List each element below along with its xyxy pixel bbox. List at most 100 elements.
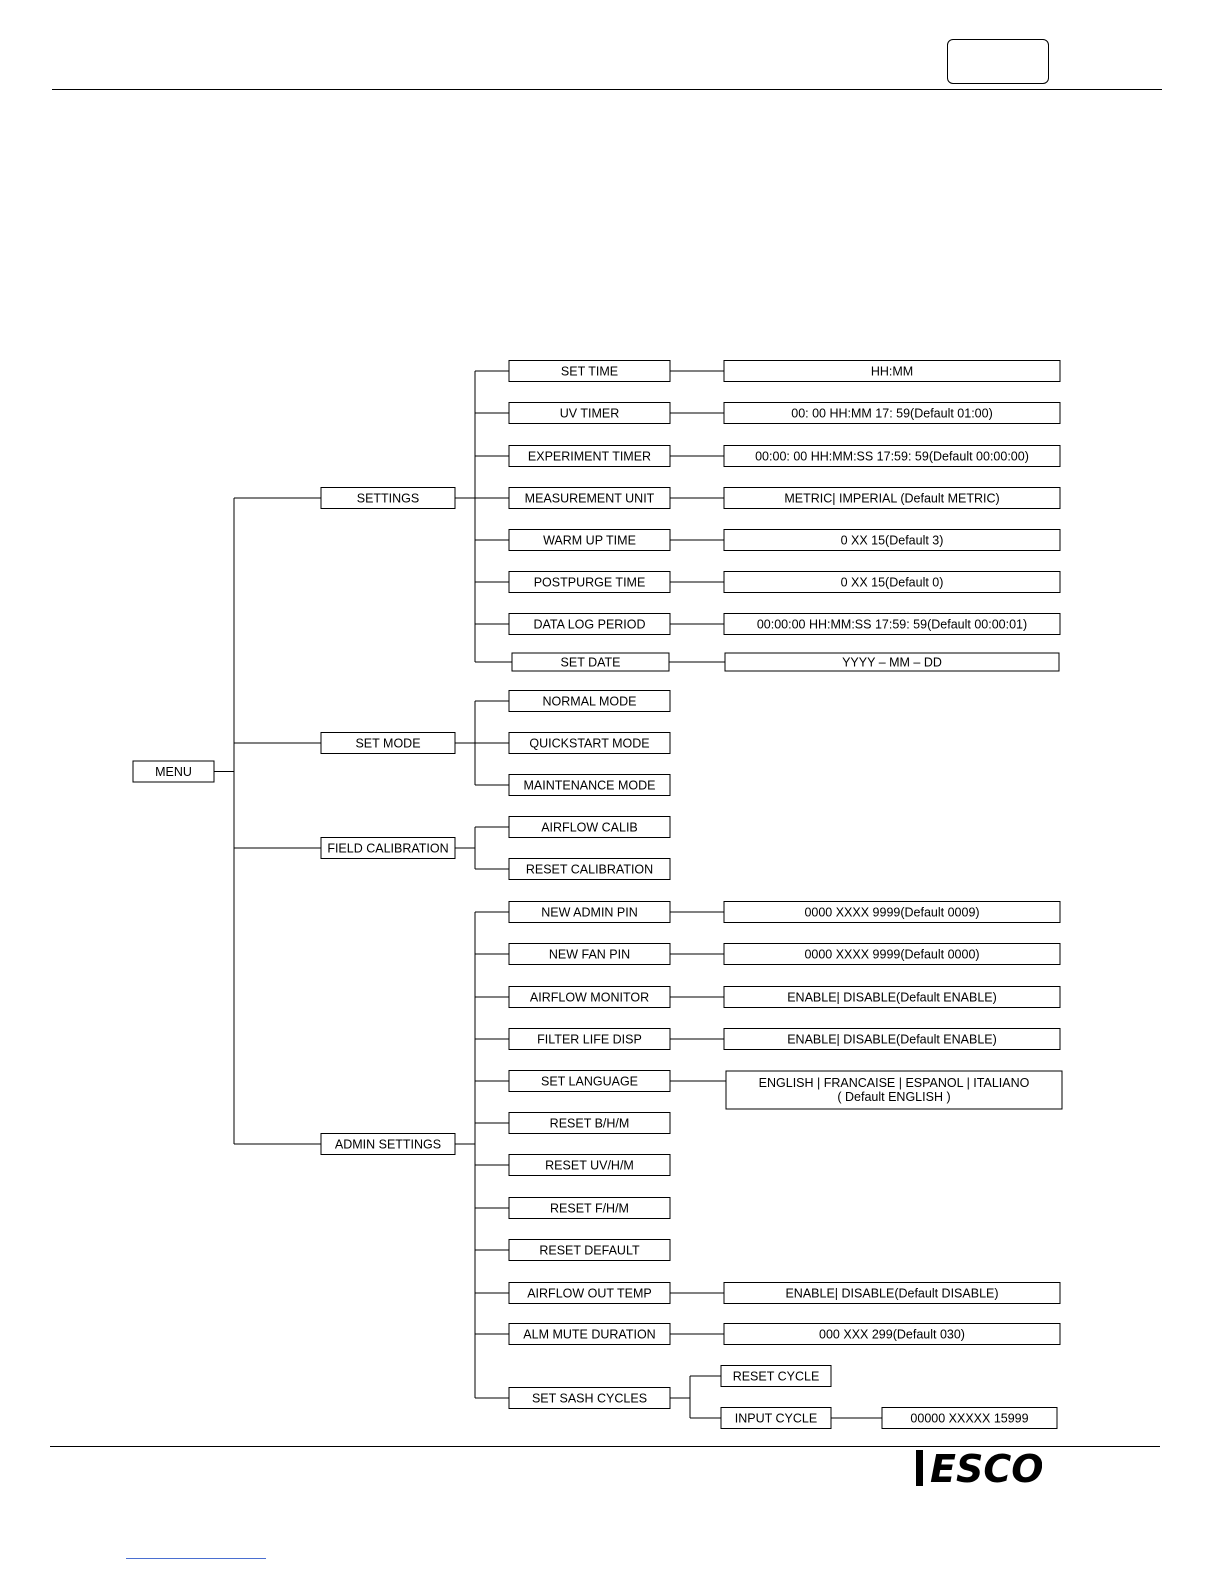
- filter-life-disp-value: ENABLE| DISABLE(Default ENABLE): [723, 1028, 1061, 1050]
- header-rule: [52, 89, 1162, 90]
- new-admin-pin-value-label: 0000 XXXX 9999(Default 0009): [804, 906, 979, 920]
- airflow-monitor-value-label: ENABLE| DISABLE(Default ENABLE): [787, 991, 997, 1005]
- data-log-period-value: 00:00:00 HH:MM:SS 17:59: 59(Default 00:0…: [723, 613, 1061, 635]
- new-admin-pin-node: NEW ADMIN PIN: [508, 901, 671, 923]
- reset-calibration-node: RESET CALIBRATION: [508, 858, 671, 880]
- alm-mute-duration-node: ALM MUTE DURATION: [508, 1323, 671, 1345]
- measurement-unit-value-label: METRIC| IMPERIAL (Default METRIC): [784, 492, 999, 506]
- set-date-node: SET DATE: [511, 652, 670, 672]
- quickstart-mode-node-label: QUICKSTART MODE: [529, 737, 649, 751]
- set-language-value-label: ( Default ENGLISH ): [837, 1090, 950, 1104]
- new-fan-pin-node: NEW FAN PIN: [508, 943, 671, 965]
- settings-node-label: SETTINGS: [357, 492, 420, 506]
- set-mode-node-label: SET MODE: [355, 737, 420, 751]
- set-language-node-label: SET LANGUAGE: [541, 1075, 638, 1089]
- airflow-calib-node-label: AIRFLOW CALIB: [541, 821, 638, 835]
- warm-up-time-node-label: WARM UP TIME: [543, 534, 636, 548]
- warm-up-time-value-label: 0 XX 15(Default 3): [841, 534, 944, 548]
- reset-default-node: RESET DEFAULT: [508, 1239, 671, 1261]
- postpurge-time-value: 0 XX 15(Default 0): [723, 571, 1061, 593]
- uv-timer-node-label: UV TIMER: [560, 407, 620, 421]
- reset-b-h-m-node-label: RESET B/H/M: [550, 1117, 630, 1131]
- set-time-node-label: SET TIME: [561, 365, 618, 379]
- postpurge-time-node: POSTPURGE TIME: [508, 571, 671, 593]
- data-log-period-node: DATA LOG PERIOD: [508, 613, 671, 635]
- alm-mute-duration-node-label: ALM MUTE DURATION: [523, 1328, 655, 1342]
- reset-cycle-node: RESET CYCLE: [720, 1365, 832, 1387]
- normal-mode-node-label: NORMAL MODE: [543, 695, 637, 709]
- new-admin-pin-value: 0000 XXXX 9999(Default 0009): [723, 901, 1061, 923]
- reset-cycle-node-label: RESET CYCLE: [733, 1370, 820, 1384]
- field-calibration-node: FIELD CALIBRATION: [320, 837, 456, 859]
- input-cycle-value: 00000 XXXXX 15999: [881, 1407, 1058, 1429]
- filter-life-disp-value-label: ENABLE| DISABLE(Default ENABLE): [787, 1033, 997, 1047]
- admin-settings-node: ADMIN SETTINGS: [320, 1133, 456, 1155]
- menu-root-node: MENU: [132, 760, 215, 783]
- set-time-value-label: HH:MM: [871, 365, 913, 379]
- page-number-box: [947, 39, 1049, 84]
- new-fan-pin-value-label: 0000 XXXX 9999(Default 0000): [804, 948, 979, 962]
- esco-logo: ESCO: [916, 1447, 1042, 1490]
- reset-b-h-m-node: RESET B/H/M: [508, 1112, 671, 1134]
- set-sash-cycles-node: SET SASH CYCLES: [508, 1387, 671, 1409]
- airflow-out-temp-value-label: ENABLE| DISABLE(Default DISABLE): [785, 1287, 998, 1301]
- footer-link-underline[interactable]: [126, 1558, 266, 1559]
- experiment-timer-node-label: EXPERIMENT TIMER: [528, 450, 651, 464]
- input-cycle-node: INPUT CYCLE: [720, 1407, 832, 1429]
- airflow-monitor-node: AIRFLOW MONITOR: [508, 986, 671, 1008]
- airflow-calib-node: AIRFLOW CALIB: [508, 816, 671, 838]
- set-time-value: HH:MM: [723, 360, 1061, 382]
- settings-node: SETTINGS: [320, 487, 456, 509]
- experiment-timer-node: EXPERIMENT TIMER: [508, 445, 671, 467]
- admin-settings-node-label: ADMIN SETTINGS: [335, 1138, 441, 1152]
- alm-mute-duration-value: 000 XXX 299(Default 030): [723, 1323, 1061, 1345]
- menu-root-node-label: MENU: [155, 765, 192, 779]
- reset-default-node-label: RESET DEFAULT: [539, 1244, 640, 1258]
- postpurge-time-value-label: 0 XX 15(Default 0): [841, 576, 944, 590]
- airflow-out-temp-value: ENABLE| DISABLE(Default DISABLE): [723, 1282, 1061, 1304]
- postpurge-time-node-label: POSTPURGE TIME: [534, 576, 646, 590]
- set-language-node: SET LANGUAGE: [508, 1070, 671, 1092]
- reset-f-h-m-node: RESET F/H/M: [508, 1197, 671, 1219]
- airflow-out-temp-node: AIRFLOW OUT TEMP: [508, 1282, 671, 1304]
- normal-mode-node: NORMAL MODE: [508, 690, 671, 712]
- measurement-unit-node-label: MEASUREMENT UNIT: [525, 492, 655, 506]
- set-date-value-label: YYYY – MM – DD: [842, 656, 942, 670]
- set-time-node: SET TIME: [508, 360, 671, 382]
- experiment-timer-value: 00:00: 00 HH:MM:SS 17:59: 59(Default 00:…: [723, 445, 1061, 467]
- warm-up-time-value: 0 XX 15(Default 3): [723, 529, 1061, 551]
- airflow-monitor-value: ENABLE| DISABLE(Default ENABLE): [723, 986, 1061, 1008]
- set-language-value-label: ENGLISH | FRANCAISE | ESPANOL | ITALIANO: [759, 1076, 1030, 1090]
- new-fan-pin-value: 0000 XXXX 9999(Default 0000): [723, 943, 1061, 965]
- uv-timer-value-label: 00: 00 HH:MM 17: 59(Default 01:00): [791, 407, 993, 421]
- experiment-timer-value-label: 00:00: 00 HH:MM:SS 17:59: 59(Default 00:…: [755, 450, 1029, 464]
- new-fan-pin-node-label: NEW FAN PIN: [549, 948, 630, 962]
- footer-rule: [50, 1446, 1160, 1447]
- measurement-unit-node: MEASUREMENT UNIT: [508, 487, 671, 509]
- uv-timer-node: UV TIMER: [508, 402, 671, 424]
- set-mode-node: SET MODE: [320, 732, 456, 754]
- measurement-unit-value: METRIC| IMPERIAL (Default METRIC): [723, 487, 1061, 509]
- data-log-period-node-label: DATA LOG PERIOD: [533, 618, 645, 632]
- filter-life-disp-node: FILTER LIFE DISP: [508, 1028, 671, 1050]
- reset-calibration-node-label: RESET CALIBRATION: [526, 863, 653, 877]
- reset-uv-h-m-node: RESET UV/H/M: [508, 1154, 671, 1176]
- filter-life-disp-node-label: FILTER LIFE DISP: [537, 1033, 642, 1047]
- airflow-out-temp-node-label: AIRFLOW OUT TEMP: [527, 1287, 652, 1301]
- maintenance-mode-node: MAINTENANCE MODE: [508, 774, 671, 796]
- alm-mute-duration-value-label: 000 XXX 299(Default 030): [819, 1328, 965, 1342]
- set-language-value: ENGLISH | FRANCAISE | ESPANOL | ITALIANO…: [725, 1070, 1063, 1110]
- set-sash-cycles-node-label: SET SASH CYCLES: [532, 1392, 647, 1406]
- quickstart-mode-node: QUICKSTART MODE: [508, 732, 671, 754]
- airflow-monitor-node-label: AIRFLOW MONITOR: [530, 991, 649, 1005]
- reset-uv-h-m-node-label: RESET UV/H/M: [545, 1159, 634, 1173]
- esco-logo-text: ESCO: [930, 1447, 1042, 1490]
- set-date-value: YYYY – MM – DD: [724, 652, 1060, 672]
- reset-f-h-m-node-label: RESET F/H/M: [550, 1202, 629, 1216]
- maintenance-mode-node-label: MAINTENANCE MODE: [524, 779, 656, 793]
- new-admin-pin-node-label: NEW ADMIN PIN: [541, 906, 638, 920]
- uv-timer-value: 00: 00 HH:MM 17: 59(Default 01:00): [723, 402, 1061, 424]
- warm-up-time-node: WARM UP TIME: [508, 529, 671, 551]
- input-cycle-value-label: 00000 XXXXX 15999: [910, 1412, 1028, 1426]
